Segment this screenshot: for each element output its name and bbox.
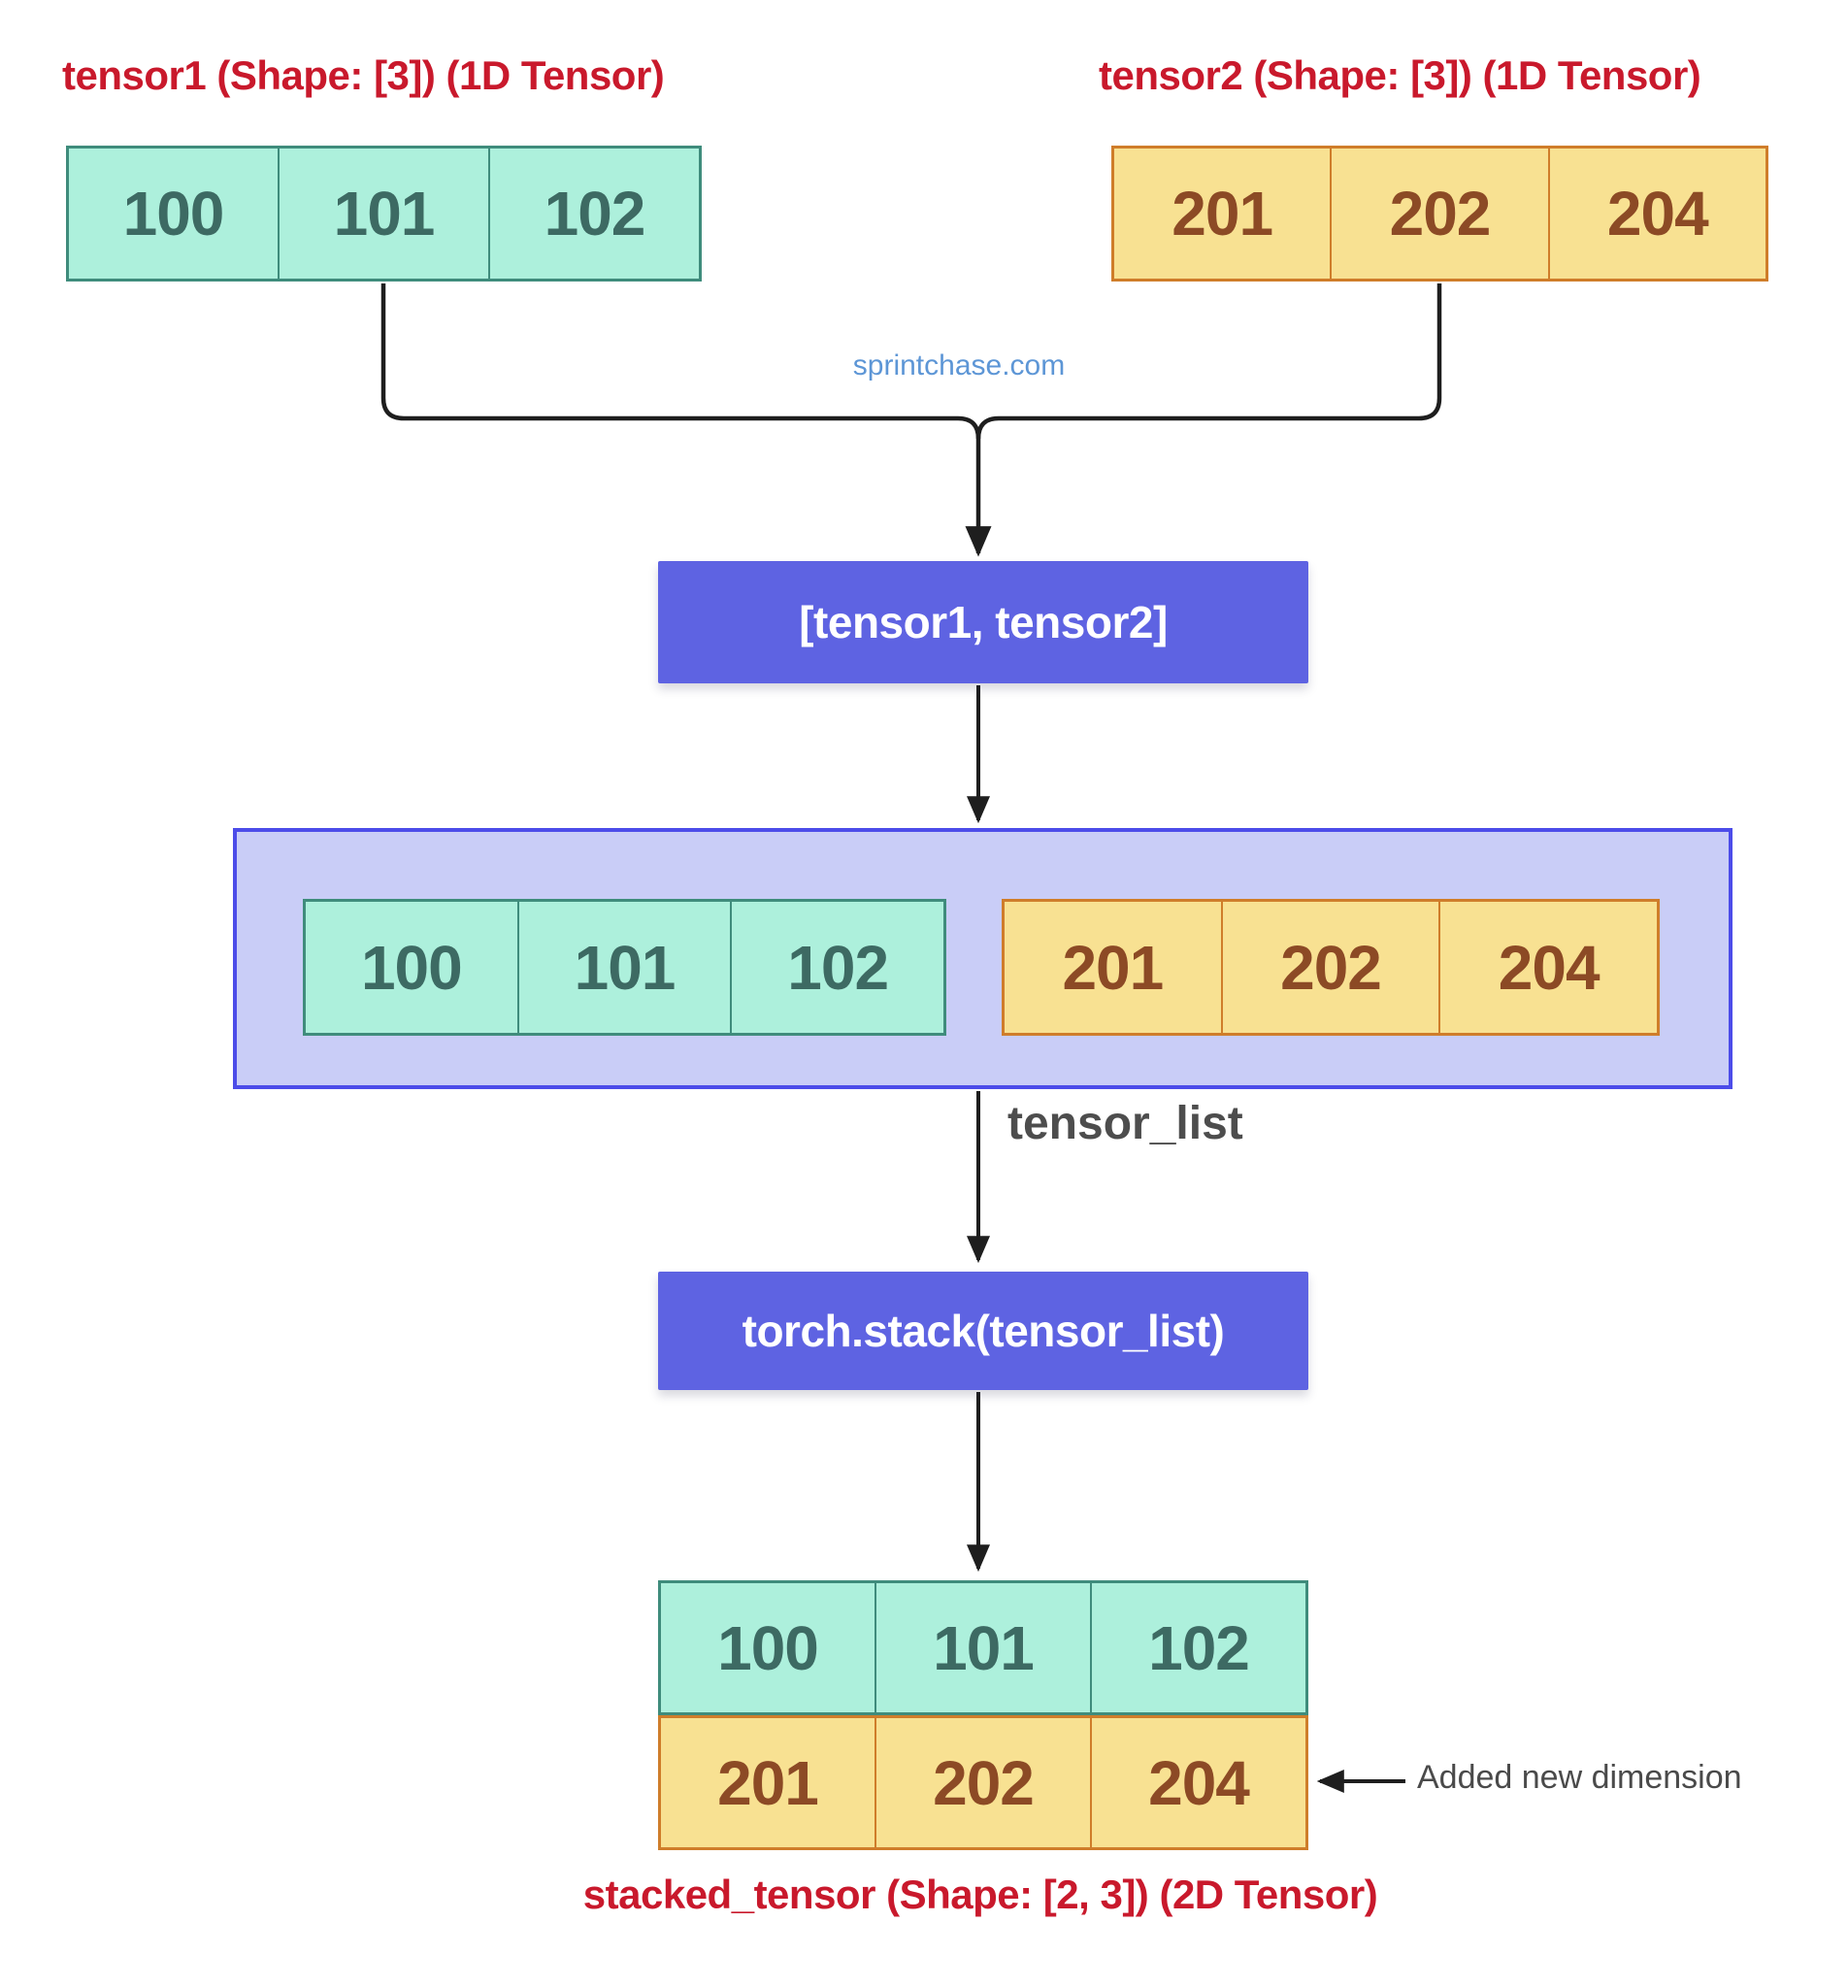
tensor1-row: 100 101 102 <box>66 146 702 282</box>
stacked-tensor-title: stacked_tensor (Shape: [2, 3]) (2D Tenso… <box>582 1872 1378 1917</box>
list-expression-box: [tensor1, tensor2] <box>658 561 1308 683</box>
stacked-row-0: 100 101 102 <box>658 1580 1308 1715</box>
tensor-list-t1-cell-0: 100 <box>360 932 463 1003</box>
stacked-cell-0-0: 100 <box>717 1612 819 1683</box>
tensor2-row: 201 202 204 <box>1111 146 1768 282</box>
stacked-cell-0-2: 102 <box>1090 1583 1305 1712</box>
stacked-cell-1-0: 201 <box>717 1747 819 1818</box>
tensor1-cell-2: 102 <box>488 149 699 279</box>
stacked-tensor-grid: 100 101 102 201 202 204 <box>658 1580 1308 1850</box>
tensor-list-tensor2-row: 201 202 204 <box>1002 899 1660 1036</box>
tensor-list-tensor1-row: 100 101 102 <box>303 899 946 1036</box>
tensor-list-t2-cell-2: 204 <box>1438 902 1657 1033</box>
tensor2-cell-2: 204 <box>1547 149 1766 279</box>
stacked-cell-1-2: 204 <box>1090 1718 1305 1847</box>
tensor-list-t1-cell-2: 102 <box>730 902 943 1033</box>
stacked-cell-0-1: 101 <box>874 1583 1090 1712</box>
stack-call-box: torch.stack(tensor_list) <box>658 1272 1308 1390</box>
tensor-list-t2-cell-0: 201 <box>1062 932 1164 1003</box>
tensor2-cell-0: 201 <box>1172 179 1273 248</box>
stacked-row-1: 201 202 204 <box>658 1715 1308 1850</box>
tensor-list-t2-cell-1: 202 <box>1220 902 1439 1033</box>
connector-tensor1-to-list <box>380 283 992 557</box>
tensor1-cell-1: 101 <box>278 149 488 279</box>
tensor-list-t1-cell-1: 101 <box>516 902 731 1033</box>
tensor-list-container: 100 101 102 201 202 204 <box>233 828 1732 1089</box>
stacked-cell-1-1: 202 <box>874 1718 1090 1847</box>
tensor1-title: tensor1 (Shape: [3]) (1D Tensor) <box>62 52 665 98</box>
tensor2-cell-1: 202 <box>1330 149 1547 279</box>
tensor2-title: tensor2 (Shape: [3]) (1D Tensor) <box>1099 52 1701 98</box>
added-dimension-annotation: Added new dimension <box>1417 1759 1742 1796</box>
watermark: sprintchase.com <box>852 349 1066 381</box>
tensor-list-label: tensor_list <box>1007 1098 1243 1149</box>
tensor1-cell-0: 100 <box>122 179 225 248</box>
connector-tensor2-to-list <box>975 283 1442 440</box>
